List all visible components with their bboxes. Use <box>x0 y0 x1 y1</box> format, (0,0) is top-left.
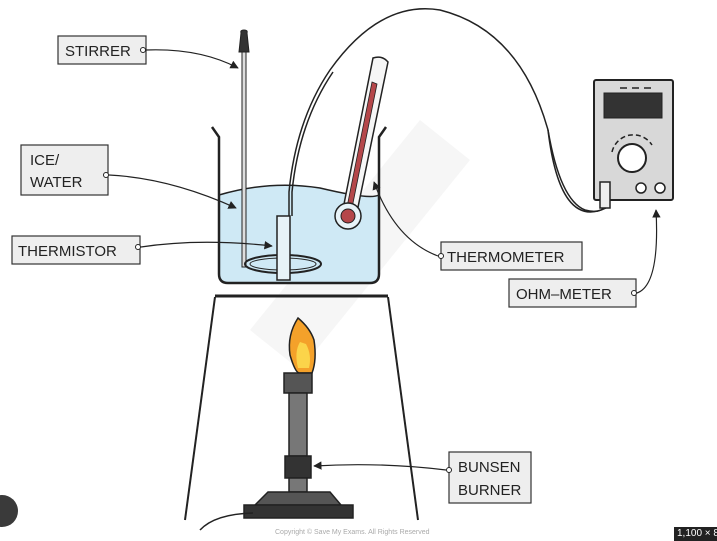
bunsen-burner-icon <box>199 316 354 531</box>
label-thermometer: THERMOMETER <box>372 181 583 271</box>
tripod-stand <box>184 294 419 521</box>
label-bunsen-burner: BUNSEN BURNER <box>313 451 532 504</box>
label-stirrer: STIRRER <box>57 35 239 69</box>
overlay-circle[interactable] <box>0 495 18 527</box>
label-thermistor-text: THERMISTOR <box>18 243 117 260</box>
label-stirrer-text: STIRRER <box>65 43 131 60</box>
label-bunsen-text-line2: BURNER <box>458 482 522 499</box>
label-ice-water: ICE/ WATER <box>20 144 237 209</box>
label-ohm-meter: OHM–METER <box>508 209 661 308</box>
label-bunsen-text-line1: BUNSEN <box>458 459 521 476</box>
label-thermometer-text: THERMOMETER <box>447 249 565 266</box>
label-ice-text-line2: WATER <box>30 174 83 191</box>
copyright-text: Copyright © Save My Exams. All Rights Re… <box>275 528 430 536</box>
thermistor-probe <box>276 8 607 281</box>
ohm-meter-icon <box>547 79 674 213</box>
label-ohm-meter-text: OHM–METER <box>516 286 612 303</box>
label-thermistor: THERMISTOR <box>11 235 273 265</box>
thermometer-icon <box>334 56 389 230</box>
label-ice-text-line1: ICE/ <box>30 152 60 169</box>
image-size-badge: 1,100 × 8 <box>674 527 717 541</box>
